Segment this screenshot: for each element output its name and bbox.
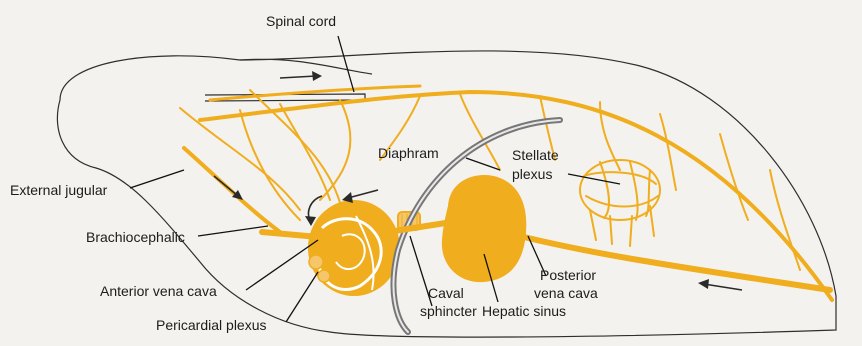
label-brachiocephalic: Brachiocephalic xyxy=(86,229,185,245)
label-caval-line1: Caval xyxy=(428,285,464,301)
label-caval-line2: sphincter xyxy=(420,303,477,319)
label-spinal-cord: Spinal cord xyxy=(266,13,336,29)
stellate-plexus xyxy=(580,160,660,246)
cephalic-branches xyxy=(180,90,342,210)
label-pericardial-plexus: Pericardial plexus xyxy=(156,317,267,333)
head-snout xyxy=(240,59,372,74)
label-stellate-line2: plexus xyxy=(512,166,552,182)
label-posterior-line1: Posterior xyxy=(540,267,596,283)
label-diaphram: Diaphram xyxy=(378,145,439,161)
label-stellate-line1: Stellate xyxy=(512,147,559,163)
label-anterior-vena-cava: Anterior vena cava xyxy=(100,283,217,299)
label-posterior-line2: vena cava xyxy=(534,285,598,301)
label-hepatic-sinus: Hepatic sinus xyxy=(482,303,566,319)
hepatic-sinus-shape xyxy=(442,175,526,282)
label-external-jugular: External jugular xyxy=(10,182,108,198)
